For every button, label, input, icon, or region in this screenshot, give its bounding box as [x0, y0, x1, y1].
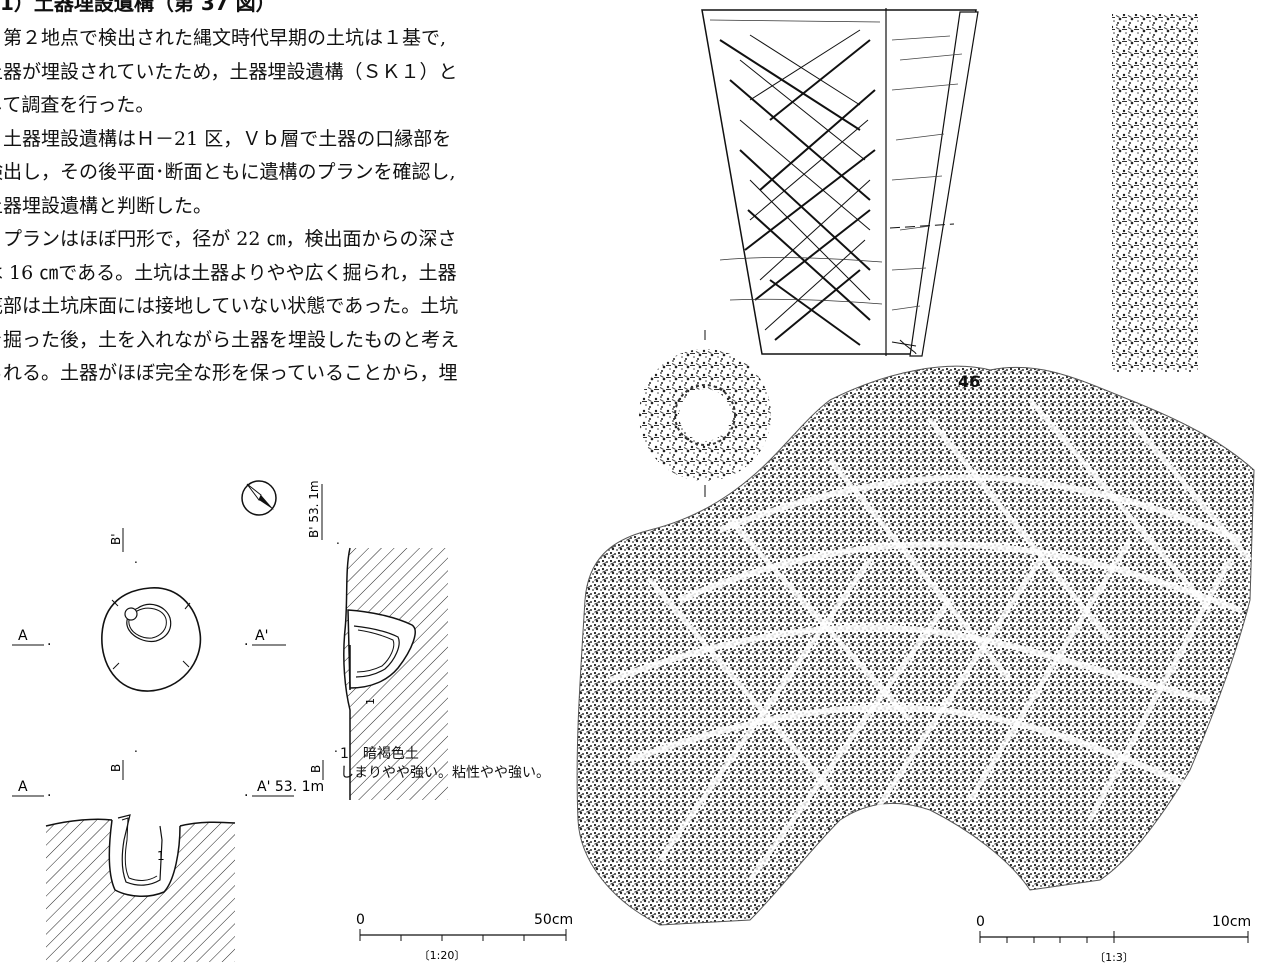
label-a: A — [18, 628, 28, 644]
body-line: 検出し，その後平面･断面ともに遺構のプランを確認し, — [0, 161, 456, 183]
label-b-section-top: B' 53. 1m — [307, 480, 321, 538]
north-arrow-icon — [241, 480, 277, 516]
label-b-prime: B' — [109, 533, 123, 545]
soil-legend: 1 暗褐色土 しまりやや強い。粘性やや強い。 — [340, 745, 550, 783]
svg-text:.: . — [336, 533, 340, 547]
body-line: を掘った後，土を入れながら土器を埋設したものと考え — [0, 328, 460, 351]
body-text: 第２地点で検出された縄文時代早期の土坑は１基で, 土器が埋設されていたため，土器… — [0, 22, 584, 391]
body-line: は 16 ㎝である。土坑は土器よりやや広く掘られ，土器 — [0, 261, 457, 284]
section-b: B' 53. 1m . 1 B . — [307, 480, 448, 800]
scale-right-start: 0 — [976, 914, 985, 930]
section-heading: 1）土器埋設遺構（第 37 図） — [0, 0, 276, 15]
layer-num-a: 1 — [157, 849, 165, 863]
scale-bar-left: 0 50cm 〔1:20〕 — [356, 912, 573, 962]
body-line: して調査を行った。 — [0, 94, 155, 116]
label-a-prime: A' — [255, 628, 268, 644]
legend-desc: しまりやや強い。粘性やや強い。 — [340, 765, 550, 781]
label-a-section: A — [18, 779, 28, 795]
vessel-profile — [701, 8, 979, 357]
body-line: 底部は土坑床面には接地していない状態であった。土坑 — [0, 295, 459, 317]
base-rubbing — [639, 330, 771, 497]
pit-drawing: B' . A . A' . B . B' 53. 1m . 1 B . A . … — [12, 480, 573, 962]
vessel-rubbing-strip — [1112, 14, 1198, 372]
scale-left-start: 0 — [356, 912, 365, 928]
body-line: られる。土器がほぼ完全な形を保っていることから，埋 — [0, 362, 458, 384]
legend-item: 1 暗褐色土 — [340, 746, 419, 762]
layer-num-b: 1 — [364, 698, 377, 705]
body-line: 土器埋設遺構はＨ－21 区，Ｖｂ層で土器の口縁部を — [0, 127, 452, 150]
scale-left-end: 50cm — [534, 912, 573, 928]
section-a: A . . A' 53. 1m 1 — [12, 779, 324, 962]
svg-text:.: . — [244, 784, 248, 800]
svg-text:.: . — [47, 633, 51, 649]
label-b-section-bottom: B — [309, 765, 323, 773]
svg-text:.: . — [47, 784, 51, 800]
vessel-number: 46 — [958, 372, 981, 391]
svg-text:.: . — [244, 633, 248, 649]
scale-right-end: 10cm — [1212, 914, 1251, 930]
pit-plan — [101, 587, 202, 692]
body-line: 土器が埋設されていたため，土器埋設遺構（ＳＫ１）と — [0, 60, 458, 83]
svg-text:.: . — [134, 552, 138, 566]
body-line: 第２地点で検出された縄文時代早期の土坑は１基で, — [0, 27, 447, 49]
label-a-prime-section: A' 53. 1m — [257, 779, 324, 795]
vessel-figure: 0 10cm 〔1:3〕 — [576, 8, 1255, 964]
svg-text:.: . — [334, 741, 338, 755]
body-line: 土器埋設遺構と判断した。 — [0, 194, 213, 217]
body-line: プランはほぼ円形で，径が 22 ㎝，検出面からの深さ — [0, 228, 457, 250]
scale-bar-right: 0 10cm 〔1:3〕 — [976, 914, 1251, 964]
scale-right-ratio: 〔1:3〕 — [1094, 951, 1134, 964]
svg-text:.: . — [134, 741, 138, 755]
scale-left-ratio: 〔1:20〕 — [419, 949, 466, 962]
label-b: B — [109, 764, 123, 772]
body-rubbing — [576, 365, 1255, 926]
